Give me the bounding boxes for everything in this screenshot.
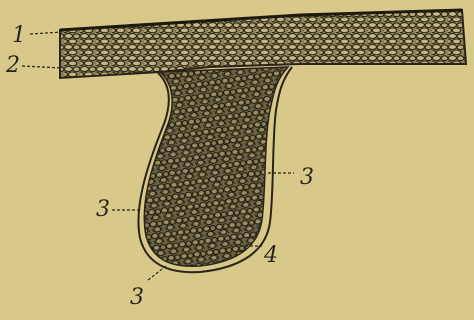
label-3-bottom: 3 [130, 285, 144, 310]
label-2: 2 [5, 53, 20, 78]
label-4: 4 [263, 243, 278, 268]
label-3-right: 3 [300, 165, 314, 190]
leader-line-1 [30, 32, 62, 34]
leader-line-2 [22, 66, 62, 68]
label-3-left: 3 [96, 197, 110, 222]
leader-line-3-bottom [148, 266, 166, 280]
label-1: 1 [12, 23, 26, 48]
